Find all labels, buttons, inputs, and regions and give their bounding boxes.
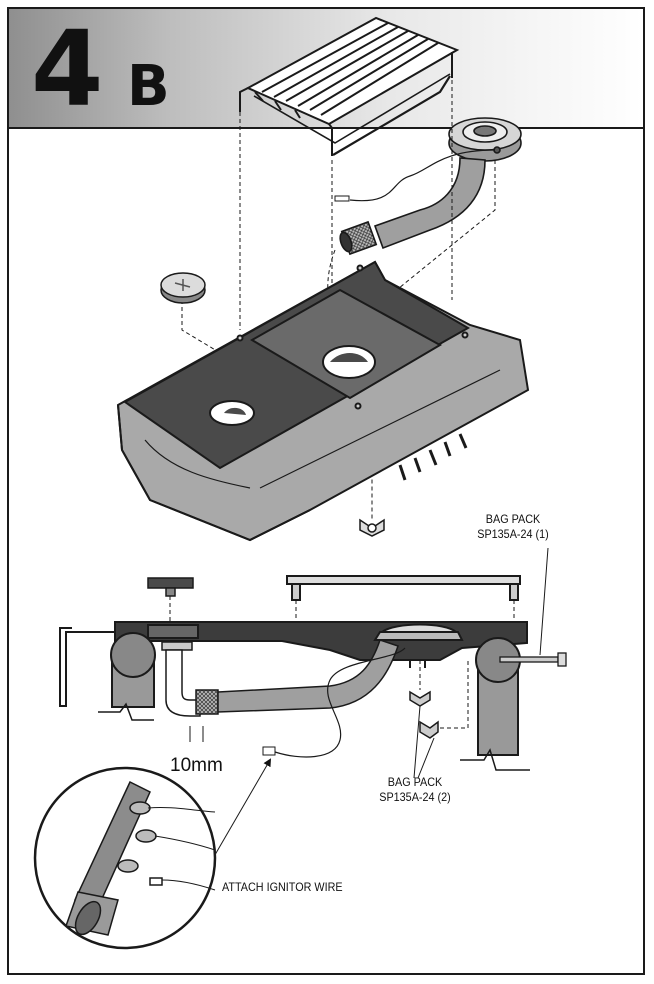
valve-cap	[160, 272, 206, 304]
cooking-grate	[239, 16, 460, 156]
bag-pack-2-line1: BAG PACK	[387, 775, 443, 789]
step-letter: B	[127, 54, 170, 119]
bag-pack-1-label: BAG PACK SP135A-24 (1)	[464, 512, 563, 542]
bag-pack-1-line2: SP135A-24 (1)	[477, 527, 549, 541]
ignitor-wire-connector	[334, 195, 350, 202]
shelf-cross-section	[59, 621, 528, 707]
burner-assembly	[339, 117, 522, 256]
left-leg	[98, 632, 156, 721]
dimension-marks	[189, 726, 204, 742]
ignitor-closeup	[33, 766, 217, 950]
ignitor-instruction: ATTACH IGNITOR WIRE	[222, 880, 343, 894]
bag-pack-2-label: BAG PACK SP135A-24 (2)	[366, 775, 465, 805]
ignitor-wire-lower	[274, 647, 406, 758]
ignitor-wire-top	[349, 149, 496, 202]
dimension-label: 10mm	[170, 755, 223, 776]
ignitor-connector-lower	[262, 746, 276, 756]
right-leg	[460, 637, 530, 771]
control-knob	[147, 577, 194, 597]
step-number: 4	[31, 8, 103, 130]
leader-lines	[211, 547, 549, 861]
grate-support-bar	[286, 575, 521, 601]
bag-pack-1-line1: BAG PACK	[485, 512, 541, 526]
wing-nut-lower	[409, 690, 439, 739]
valve-elbow	[161, 639, 426, 717]
bolt	[499, 652, 567, 667]
bag-pack-2-line2: SP135A-24 (2)	[379, 790, 451, 804]
side-shelf	[116, 260, 530, 542]
wing-nut-upper	[359, 518, 385, 537]
lower-alignment-lines	[169, 596, 515, 729]
